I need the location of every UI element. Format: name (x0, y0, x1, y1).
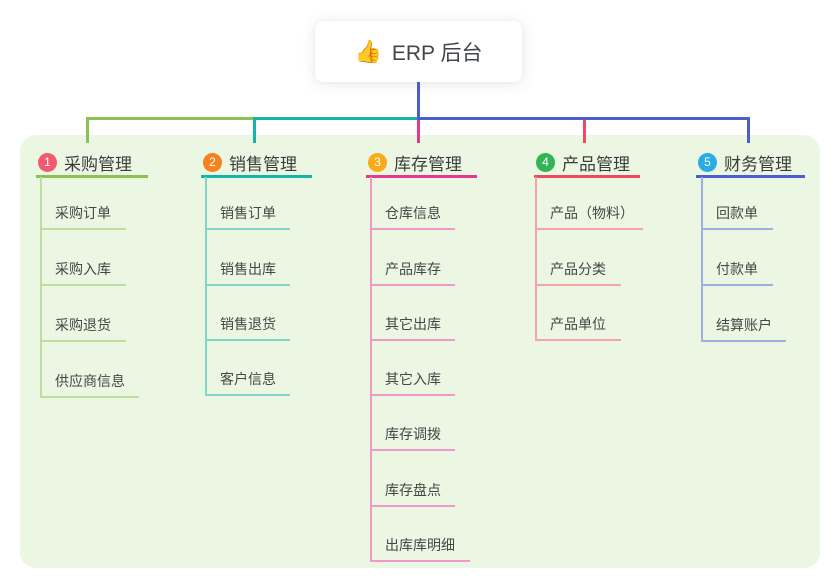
leaf-node[interactable]: 付款单 (701, 260, 773, 286)
leaf-label: 销售退货 (220, 316, 276, 332)
connector-purchase (86, 117, 255, 120)
leaf-label: 结算账户 (716, 317, 772, 333)
leaf-node[interactable]: 产品库存 (370, 260, 455, 286)
thumbs-up-icon: 👍 (354, 38, 382, 64)
leaf-label: 销售订单 (220, 205, 276, 221)
branch-number-badge: 2 (203, 152, 222, 172)
leaf-node[interactable]: 产品分类 (535, 260, 621, 286)
leaf-node[interactable]: 仓库信息 (370, 204, 455, 230)
leaf-label: 产品（物料） (550, 205, 634, 221)
leaf-label: 供应商信息 (55, 373, 125, 389)
branch-title: 产品管理 (562, 154, 630, 174)
leaf-node[interactable]: 产品（物料） (535, 204, 643, 230)
branch-spine (701, 177, 703, 342)
leaf-node[interactable]: 产品单位 (535, 315, 621, 341)
branch-header-product[interactable]: 4 产品管理 (534, 149, 640, 178)
branch-header-inventory[interactable]: 3 库存管理 (366, 149, 477, 178)
branch-title: 财务管理 (724, 154, 792, 174)
connector-sales (253, 117, 419, 120)
leaf-label: 采购订单 (55, 205, 111, 221)
connector-drop-purchase (86, 117, 89, 143)
leaf-label: 其它入库 (385, 371, 441, 387)
leaf-label: 产品分类 (550, 261, 606, 277)
leaf-label: 产品单位 (550, 316, 606, 332)
branches-panel (20, 135, 820, 568)
leaf-label: 采购退货 (55, 317, 111, 333)
leaf-label: 产品库存 (385, 261, 441, 277)
leaf-label: 库存盘点 (385, 482, 441, 498)
leaf-label: 回款单 (716, 205, 758, 221)
root-node[interactable]: 👍 ERP 后台 (315, 21, 522, 82)
branch-spine (370, 177, 372, 562)
leaf-node[interactable]: 供应商信息 (40, 372, 139, 398)
connector-drop-sales (253, 117, 256, 143)
leaf-node[interactable]: 采购退货 (40, 316, 126, 342)
leaf-label: 其它出库 (385, 316, 441, 332)
leaf-node[interactable]: 销售退货 (205, 315, 290, 341)
leaf-node[interactable]: 采购订单 (40, 204, 126, 230)
leaf-node[interactable]: 其它入库 (370, 370, 455, 396)
branch-spine (205, 177, 207, 396)
connector-root-stem (417, 80, 420, 118)
connector-drop-product (583, 117, 586, 143)
branch-title: 采购管理 (64, 154, 132, 174)
branch-header-finance[interactable]: 5 财务管理 (696, 149, 805, 178)
leaf-label: 仓库信息 (385, 205, 441, 221)
branch-number-badge: 4 (536, 152, 555, 172)
leaf-node[interactable]: 库存调拨 (370, 425, 455, 451)
leaf-node[interactable]: 销售订单 (205, 204, 290, 230)
connector-drop-finance (747, 117, 750, 143)
connector-finance (417, 117, 750, 120)
branch-spine (40, 177, 42, 398)
branch-number-badge: 3 (368, 152, 387, 172)
leaf-label: 库存调拨 (385, 426, 441, 442)
branch-header-purchase[interactable]: 1 采购管理 (36, 149, 148, 178)
leaf-node[interactable]: 库存盘点 (370, 481, 455, 507)
branch-number-badge: 5 (698, 152, 717, 172)
branch-title: 销售管理 (229, 154, 297, 174)
leaf-label: 销售出库 (220, 261, 276, 277)
root-title: ERP 后台 (391, 41, 483, 65)
leaf-node[interactable]: 结算账户 (701, 316, 786, 342)
leaf-node[interactable]: 出库库明细 (370, 536, 470, 562)
leaf-node[interactable]: 回款单 (701, 204, 773, 230)
connector-drop-inventory (417, 117, 420, 143)
leaf-node[interactable]: 采购入库 (40, 260, 126, 286)
leaf-label: 采购入库 (55, 261, 111, 277)
branch-number-badge: 1 (38, 152, 57, 172)
leaf-node[interactable]: 其它出库 (370, 315, 455, 341)
leaf-node[interactable]: 客户信息 (205, 370, 290, 396)
branch-spine (535, 177, 537, 341)
leaf-label: 客户信息 (220, 371, 276, 387)
leaf-node[interactable]: 销售出库 (205, 260, 290, 286)
branch-title: 库存管理 (394, 154, 462, 174)
branch-header-sales[interactable]: 2 销售管理 (201, 149, 312, 178)
leaf-label: 付款单 (716, 261, 758, 277)
leaf-label: 出库库明细 (385, 537, 455, 553)
